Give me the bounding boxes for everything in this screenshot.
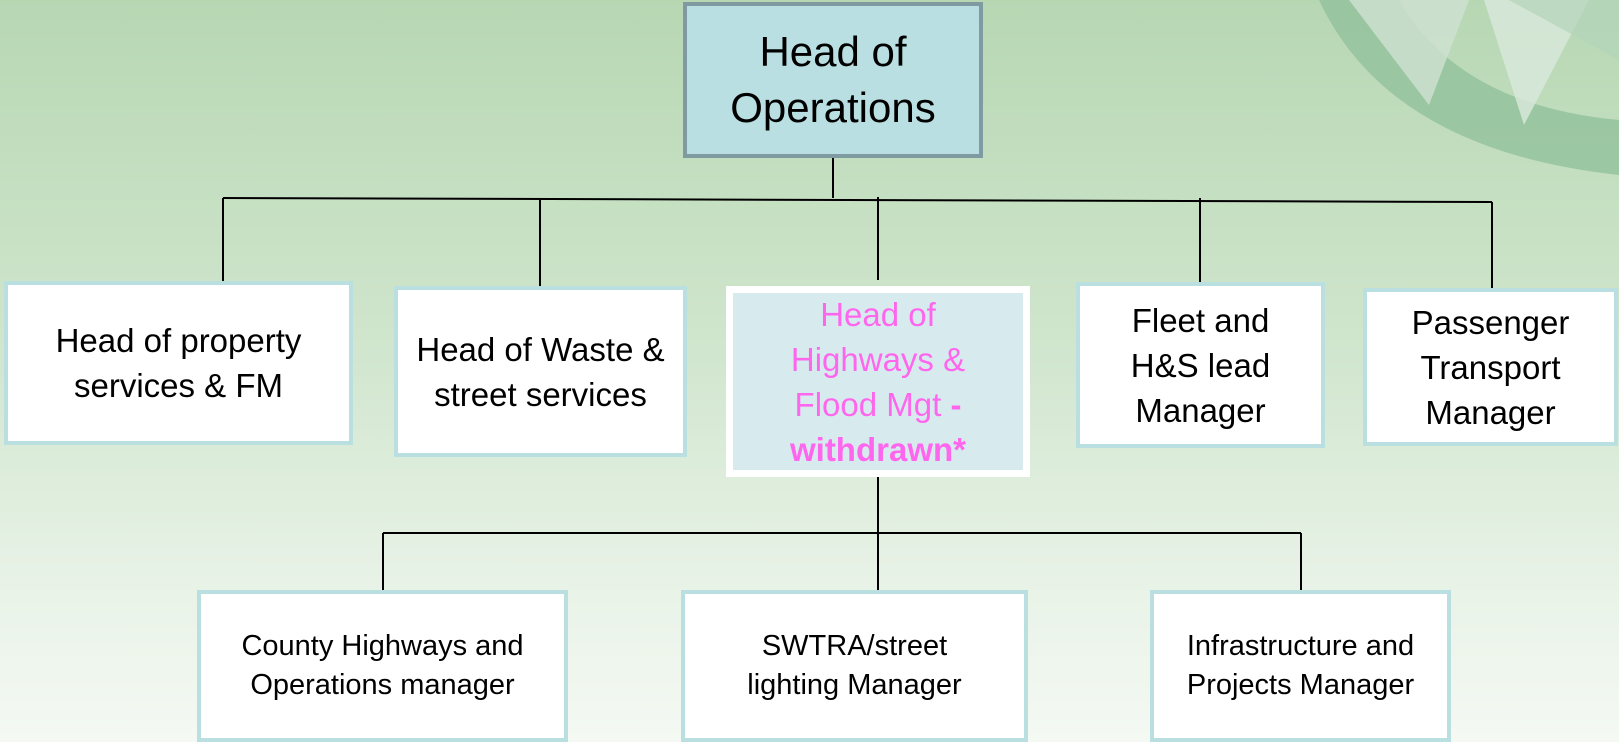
swtra-street-lighting-label: SWTRA/street lighting Manager [747, 630, 962, 701]
highways-flood-label: Head of Highways & Flood Mgt [790, 295, 966, 423]
infrastructure-projects-label: Infrastructure and Projects Manager [1186, 630, 1415, 701]
fleet-hs-label: Fleet and H&S lead Manager [1130, 301, 1271, 429]
withdrawn-note: - withdrawn* [789, 385, 966, 468]
head-of-operations-label: Head of Operations [730, 28, 936, 131]
corner-decoration [1319, 0, 1619, 175]
county-highways-label: County Highways and Operations manager [241, 630, 524, 701]
highways-flood-box: Head of Highways & Flood Mgt - withdrawn… [726, 286, 1030, 477]
passenger-transport-box: Passenger Transport Manager [1363, 288, 1618, 446]
passenger-transport-label: Passenger Transport Manager [1411, 303, 1570, 431]
property-services-label: Head of property services & FM [55, 322, 302, 404]
county-highways-box: County Highways and Operations manager [197, 590, 568, 742]
fleet-hs-box: Fleet and H&S lead Manager [1076, 282, 1325, 448]
property-services-box: Head of property services & FM [4, 281, 353, 445]
swtra-street-lighting-box: SWTRA/street lighting Manager [681, 590, 1028, 742]
waste-street-services-label: Head of Waste & street services [416, 330, 665, 413]
waste-street-services-box: Head of Waste & street services [394, 286, 687, 457]
infrastructure-projects-box: Infrastructure and Projects Manager [1150, 590, 1451, 742]
head-of-operations-box: Head of Operations [683, 2, 983, 158]
